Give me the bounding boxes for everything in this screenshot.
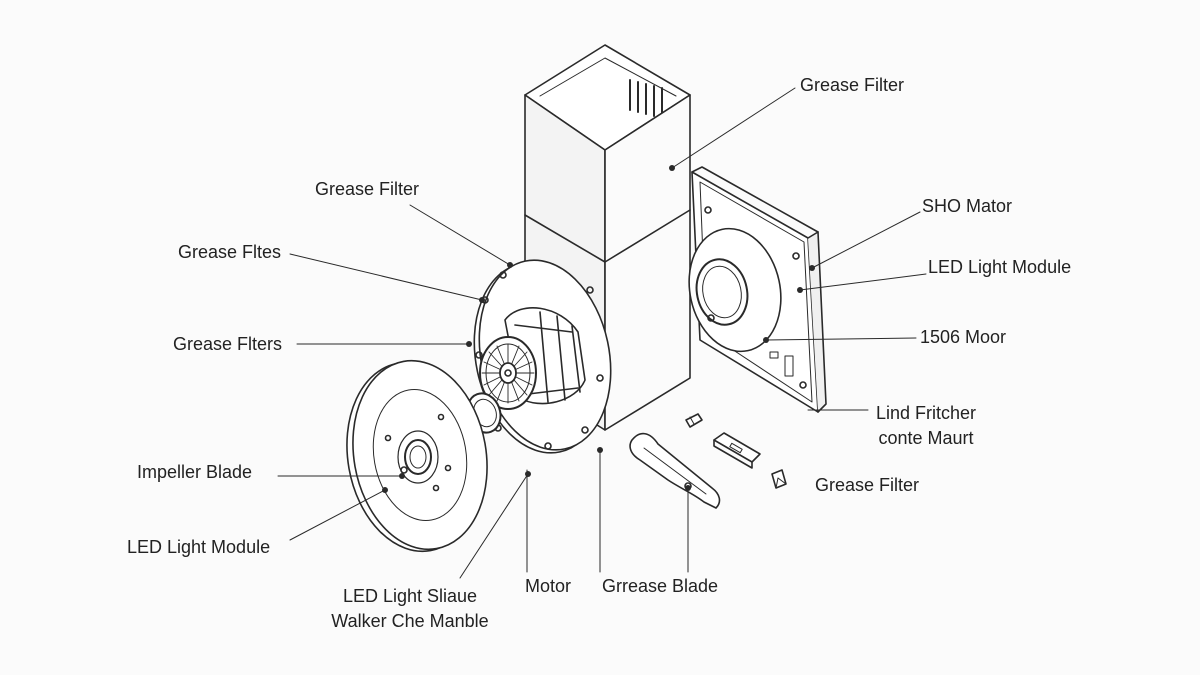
label-motor: Motor [525, 576, 572, 596]
mounting-bracket [629, 432, 721, 509]
label-grease-flters: Grease Flters [173, 334, 283, 354]
rear-panel [688, 166, 827, 413]
label-grease-fltes: Grease Fltes [178, 242, 282, 262]
label-lind-fritcher-line2: conte Maurt [878, 428, 974, 448]
label-1506-moor: 1506 Moor [920, 327, 1007, 347]
motor-plate [473, 259, 612, 454]
label-sho-motor: SHO Mator [922, 196, 1013, 216]
label-led-light-module-right: LED Light Module [928, 257, 1072, 277]
front-disc [346, 359, 488, 553]
label-grease-filter-left: Grease Filter [315, 179, 420, 199]
latch-part [713, 432, 761, 469]
label-lind-fritcher: Lind Fritcher conte Maurt [870, 401, 982, 451]
clip-part [771, 469, 787, 489]
label-led-light-sliaue-line2: Walker Che Manble [331, 611, 489, 631]
label-led-light-sliaue: LED Light Sliaue Walker Che Manble [330, 584, 490, 634]
label-led-light-sliaue-line1: LED Light Sliaue [342, 586, 478, 606]
label-lind-fritcher-line1: Lind Fritcher [875, 403, 977, 423]
label-led-light-module-left: LED Light Module [127, 537, 271, 557]
leader-lines [277, 87, 927, 579]
label-grease-filter-lower-right: Grease Filter [815, 475, 920, 495]
label-grease-filter-top: Grease Filter [800, 75, 905, 95]
label-impeller-blade: Impeller Blade [137, 462, 253, 482]
small-pin [685, 413, 703, 428]
label-grrease-blade: Grrease Blade [602, 576, 719, 596]
leader-dots [382, 165, 815, 493]
